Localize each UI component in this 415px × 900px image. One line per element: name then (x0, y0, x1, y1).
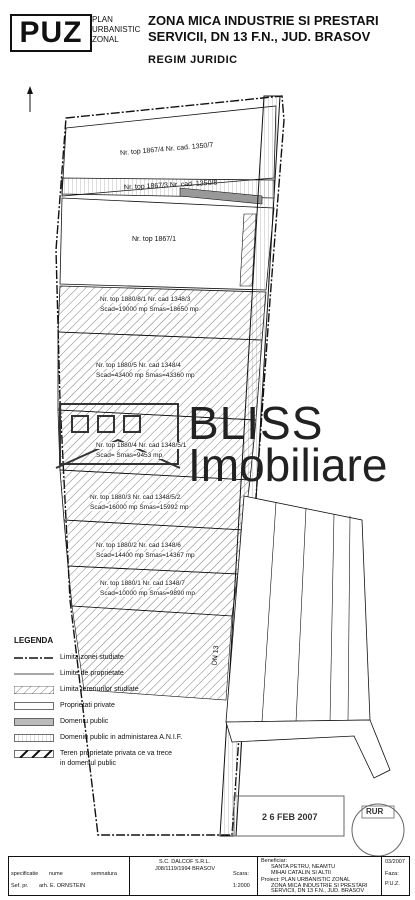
plan-subtitle: REGIM JURIDIC (148, 54, 238, 66)
puz-sub-1: PLAN (92, 15, 113, 24)
transfer-strip (239, 213, 257, 287)
dash-dot-line-icon (14, 657, 54, 659)
tb-divider (381, 857, 382, 895)
puz-sub-2: URBANISTIC (92, 25, 141, 34)
tb-divider (257, 857, 258, 895)
stamp-date: 2 6 FEB 2007 (262, 812, 318, 822)
tb-proiect3: SERVICII, DN 13 F.N., JUD. BRASOV (271, 888, 365, 894)
legend-label: Proprietati private (60, 702, 115, 709)
puz-subtitle: PLAN URBANISTIC ZONAL (92, 15, 144, 45)
tb-faza: P.U.Z. (385, 881, 400, 887)
watermark-line1: BLISS (188, 397, 324, 449)
parcel-lower-west (71, 605, 233, 701)
puz-logo: PUZ (10, 14, 92, 52)
parcel-label: Scad=14400 mp Smas=14367 mp (96, 552, 195, 559)
parcel-1880-8-1 (57, 285, 267, 341)
parcel-label: Nr. top 1880/3 Nr. cad 1348/5/2 (90, 494, 181, 501)
diagonal-swatch-icon (14, 750, 54, 758)
legend-label: Limita terenurilor studiate (60, 686, 139, 693)
tb-divider (129, 857, 130, 895)
puz-sub-3: ZONAL (92, 35, 119, 44)
parcel-label: Scad=19000 mp Smas=18650 mp (100, 306, 199, 313)
legend-label: Domeniu public (60, 718, 109, 725)
parcel-label: Scad=43400 mp Smas=43360 mp (96, 372, 195, 379)
legend-label: Domeniu public in administarea A.N.I.F. (60, 734, 183, 741)
north-arrow-icon (27, 86, 33, 112)
parcel-label: Scad= Smas=9453 mp (96, 452, 163, 459)
legend-label: Teren proprietate privata ce va trece (60, 750, 173, 757)
parcel-label: Nr. top 1880/8/1 Nr. cad 1348/3 (100, 296, 191, 303)
legend-label: Limita zonei studiate (60, 654, 124, 661)
tb-sef: Sef. pr. (11, 883, 29, 889)
tb-nume: nume (49, 871, 63, 877)
tb-faza-label: Faza: (385, 871, 399, 877)
tb-reg: J08/1119/1994 BRASOV (155, 866, 216, 872)
lower-road (225, 719, 391, 779)
legend-label: Limite de proprietate (60, 670, 124, 677)
tb-firm: S.C. DALCOF S.R.L. (159, 859, 211, 865)
parcel-label: Nr. top 1880/2 Nr. cad 1348/6 (96, 542, 181, 549)
vline-swatch-icon (14, 734, 54, 742)
tb-nr: 03/2007 (385, 859, 405, 865)
tb-proiect: Proiect: PLAN URBANISTIC ZONAL (261, 877, 351, 883)
stamp-seal: RUR (366, 807, 384, 816)
parcel-label: Nr. top 1880/1 Nr. cad 1348/7 (100, 580, 185, 587)
tb-spec-cell: specificatie Sef. pr. nume arh. E. ORNST… (9, 857, 130, 895)
tb-benef1: SANTA PETRU, NEAMTU (271, 864, 336, 870)
parcel-label: Scad=16000 mp Smas=15992 mp (90, 504, 189, 511)
tb-spec: specificatie (11, 871, 39, 877)
tb-scara-label: Scara: (233, 871, 249, 877)
parcel-label: Nr. top 1867/1 (132, 236, 176, 243)
tb-benef2: MIHAI CATALIN SI ALTII (271, 870, 331, 876)
tb-semnatura: semnatura (91, 871, 117, 877)
watermark-line2: Imobiliare (188, 439, 388, 491)
plan-title-line2: SERVICII, DN 13 F.N., JUD. BRASOV (148, 29, 371, 44)
tb-scara: 1:2000 (233, 883, 250, 889)
thin-line-icon (14, 673, 54, 675)
tb-benef-label: Beneficiar: (261, 858, 287, 864)
parcel-label: Scad=10000 mp Smas=9890 mp (100, 590, 196, 597)
hatch-swatch-icon (14, 686, 54, 694)
title-block: specificatie Sef. pr. nume arh. E. ORNST… (8, 856, 410, 896)
legend-label: in domeniul public (60, 760, 117, 767)
parcel-label: Nr. top 1880/5 Nr. cad 1348/4 (96, 362, 181, 369)
tb-proiect2: ZONA MICA INDUSTRIE SI PRESTARI (271, 883, 368, 889)
legend-title: LEGENDA (14, 636, 54, 645)
plan-title: ZONA MICA INDUSTRIE SI PRESTARI SERVICII… (148, 13, 408, 45)
parcel-label: Nr. top 1880/4 Nr. cad 1348/5/1 (96, 442, 187, 449)
studied-zone-boundary (55, 95, 285, 836)
registration-stamp (233, 795, 405, 857)
grey-swatch-icon (14, 718, 54, 726)
plan-title-line1: ZONA MICA INDUSTRIE SI PRESTARI (148, 13, 379, 28)
tb-sef-nume: arh. E. ORNSTEIN (39, 883, 86, 889)
blank-swatch-icon (14, 702, 54, 710)
